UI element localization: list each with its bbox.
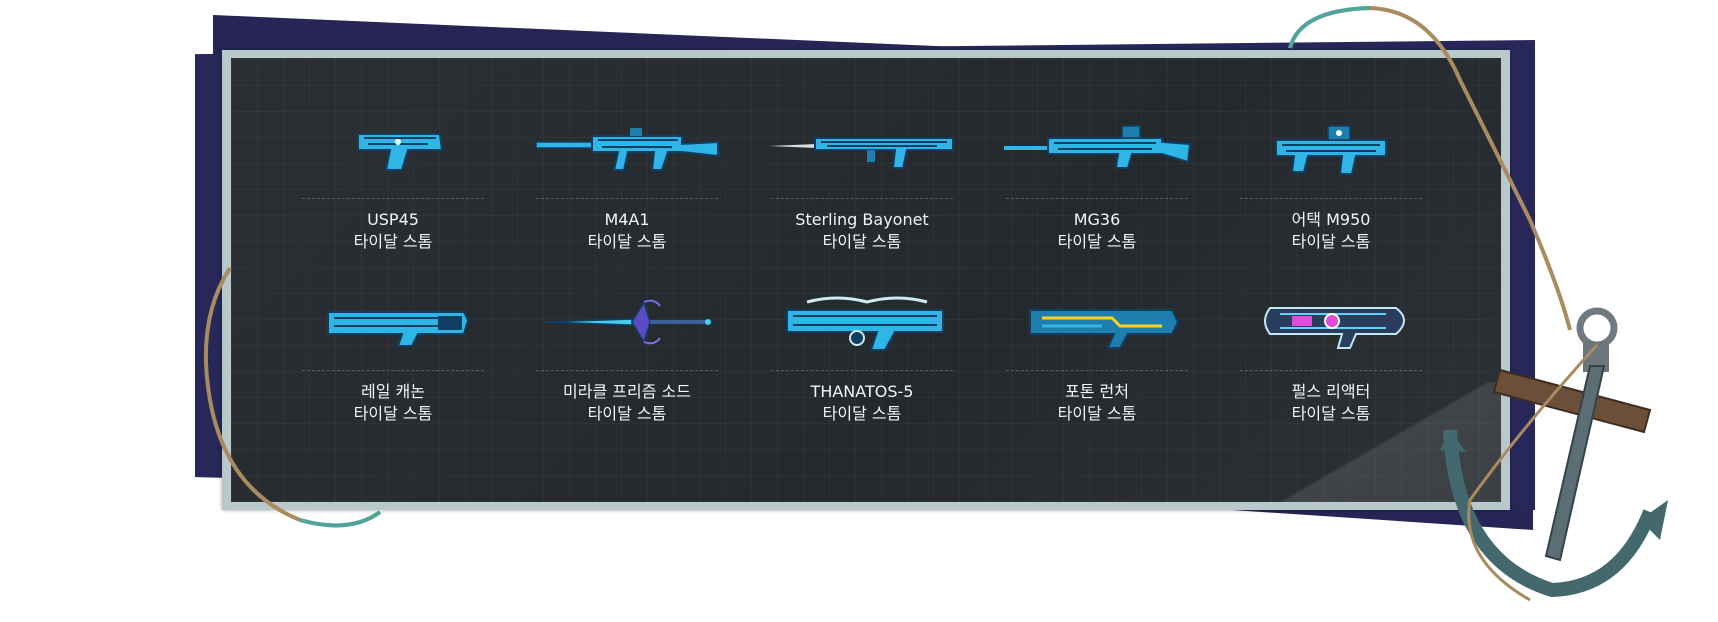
divider bbox=[536, 370, 718, 371]
divider bbox=[1006, 370, 1188, 371]
skin-name: 타이달 스톰 bbox=[822, 232, 902, 251]
smg-icon bbox=[1236, 120, 1426, 192]
weapon-card-attack-m950[interactable]: 어택 M950 타이달 스톰 bbox=[1236, 120, 1426, 253]
weapon-card-rail-cannon[interactable]: 레일 캐논 타이달 스톰 bbox=[298, 292, 488, 425]
machine-gun-icon bbox=[1002, 120, 1192, 192]
weapon-card-thanatos-5[interactable]: THANATOS-5 타이달 스톰 bbox=[767, 292, 957, 425]
weapon-name: 펄스 리액터 bbox=[1291, 382, 1371, 401]
weapon-name: Sterling Bayonet bbox=[795, 210, 929, 229]
skin-name: 타이달 스톰 bbox=[1291, 232, 1371, 251]
pistol-icon bbox=[298, 120, 488, 192]
weapon-name: 미라클 프리즘 소드 bbox=[563, 382, 691, 401]
skin-name: 타이달 스톰 bbox=[1291, 404, 1371, 423]
sword-icon bbox=[532, 292, 722, 364]
weapon-card-pulse-reactor[interactable]: 펄스 리액터 타이달 스톰 bbox=[1236, 292, 1426, 425]
divider bbox=[771, 370, 953, 371]
weapon-name: 어택 M950 bbox=[1291, 210, 1371, 229]
bayonet-smg-icon bbox=[767, 120, 957, 192]
rail-cannon-icon bbox=[298, 292, 488, 364]
heavy-gun-icon bbox=[767, 292, 957, 364]
skin-name: 타이달 스톰 bbox=[587, 404, 667, 423]
divider bbox=[536, 198, 718, 199]
weapon-card-usp45[interactable]: USP45 타이달 스톰 bbox=[298, 120, 488, 253]
weapon-name: 포톤 런처 bbox=[1065, 382, 1129, 401]
skin-name: 타이달 스톰 bbox=[587, 232, 667, 251]
divider bbox=[1006, 198, 1188, 199]
weapon-name: 레일 캐논 bbox=[361, 382, 425, 401]
weapon-name: USP45 bbox=[367, 210, 419, 229]
skin-name: 타이달 스톰 bbox=[1057, 404, 1137, 423]
weapon-card-sterling-bayonet[interactable]: Sterling Bayonet 타이달 스톰 bbox=[767, 120, 957, 253]
weapon-card-mg36[interactable]: MG36 타이달 스톰 bbox=[1002, 120, 1192, 253]
skin-name: 타이달 스톰 bbox=[1057, 232, 1137, 251]
weapon-card-photon-launcher[interactable]: 포톤 런처 타이달 스톰 bbox=[1002, 292, 1192, 425]
launcher-icon bbox=[1002, 292, 1192, 364]
weapon-name: THANATOS-5 bbox=[810, 382, 914, 401]
rifle-icon bbox=[532, 120, 722, 192]
weapon-name: M4A1 bbox=[604, 210, 650, 229]
weapon-grid: USP45 타이달 스톰 M4A1 타이달 스톰 bbox=[231, 58, 1501, 502]
weapon-card-m4a1[interactable]: M4A1 타이달 스톰 bbox=[532, 120, 722, 253]
skin-name: 타이달 스톰 bbox=[822, 404, 902, 423]
divider bbox=[302, 370, 484, 371]
weapon-panel: USP45 타이달 스톰 M4A1 타이달 스톰 bbox=[231, 58, 1501, 502]
weapon-card-miracle-prism-sword[interactable]: 미라클 프리즘 소드 타이달 스톰 bbox=[532, 292, 722, 425]
skin-name: 타이달 스톰 bbox=[353, 404, 433, 423]
divider bbox=[771, 198, 953, 199]
skin-name: 타이달 스톰 bbox=[353, 232, 433, 251]
reactor-gun-icon bbox=[1236, 292, 1426, 364]
divider bbox=[1240, 370, 1422, 371]
weapon-name: MG36 bbox=[1073, 210, 1121, 229]
divider bbox=[302, 198, 484, 199]
divider bbox=[1240, 198, 1422, 199]
